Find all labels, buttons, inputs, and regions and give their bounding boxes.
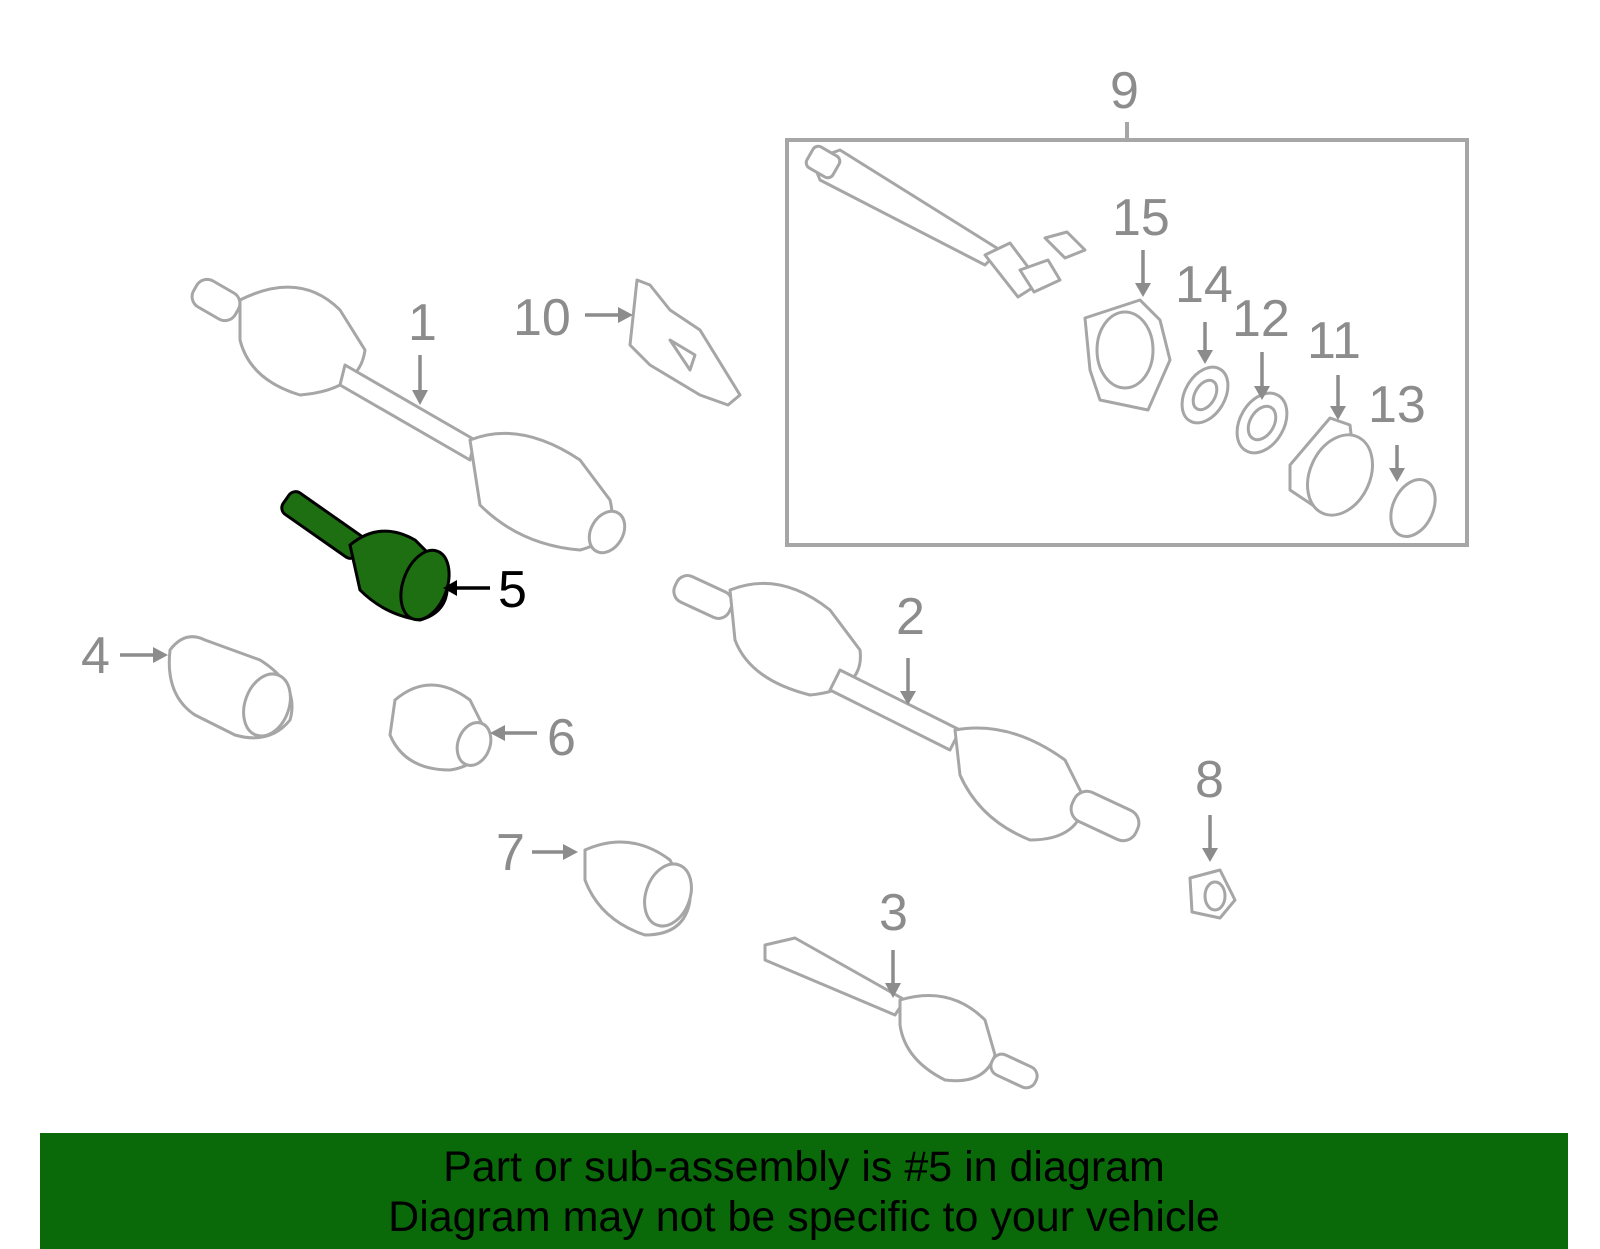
- part-6-boot[interactable]: [388, 683, 497, 772]
- callout-1: 1: [408, 294, 437, 352]
- part-4-outer-joint[interactable]: [167, 635, 298, 743]
- part-2-axle-assembly[interactable]: [670, 572, 1144, 846]
- part-1-axle-assembly[interactable]: [188, 275, 632, 559]
- callout-8: 8: [1195, 751, 1224, 809]
- callout-2: 2: [896, 588, 925, 646]
- callout-10: 10: [513, 289, 571, 347]
- callout-13: 13: [1368, 376, 1426, 434]
- info-banner: Part or sub-assembly is #5 in diagram Di…: [40, 1133, 1568, 1249]
- part-15-bearing-bracket[interactable]: [1083, 298, 1172, 412]
- part-8-nut[interactable]: [1188, 868, 1237, 920]
- leader-arrows: [120, 250, 1405, 998]
- part-9-intermediate-shaft[interactable]: [804, 144, 1087, 299]
- part-11-bearing-housing[interactable]: [1288, 416, 1385, 526]
- callout-6: 6: [547, 709, 576, 767]
- callout-12: 12: [1232, 290, 1290, 348]
- callout-14: 14: [1175, 256, 1233, 314]
- banner-line-2: Diagram may not be specific to your vehi…: [388, 1193, 1220, 1241]
- part-7-boot[interactable]: [583, 840, 700, 937]
- part-3-shaft[interactable]: [763, 936, 1040, 1091]
- assembly-box-9: [785, 122, 1469, 547]
- callout-4: 4: [81, 627, 110, 685]
- callout-7: 7: [496, 824, 525, 882]
- part-13-o-ring[interactable]: [1382, 472, 1444, 543]
- callout-15: 15: [1112, 189, 1170, 247]
- part-14-seal[interactable]: [1173, 359, 1238, 431]
- callout-11: 11: [1307, 312, 1361, 370]
- part-10-bracket[interactable]: [628, 278, 742, 407]
- callout-3: 3: [879, 884, 908, 942]
- callout-9: 9: [1110, 62, 1139, 120]
- callout-5: 5: [498, 561, 527, 619]
- banner-line-1: Part or sub-assembly is #5 in diagram: [443, 1143, 1165, 1191]
- part-12-bearing[interactable]: [1227, 384, 1297, 461]
- part-5-inner-joint-highlighted[interactable]: [279, 489, 458, 627]
